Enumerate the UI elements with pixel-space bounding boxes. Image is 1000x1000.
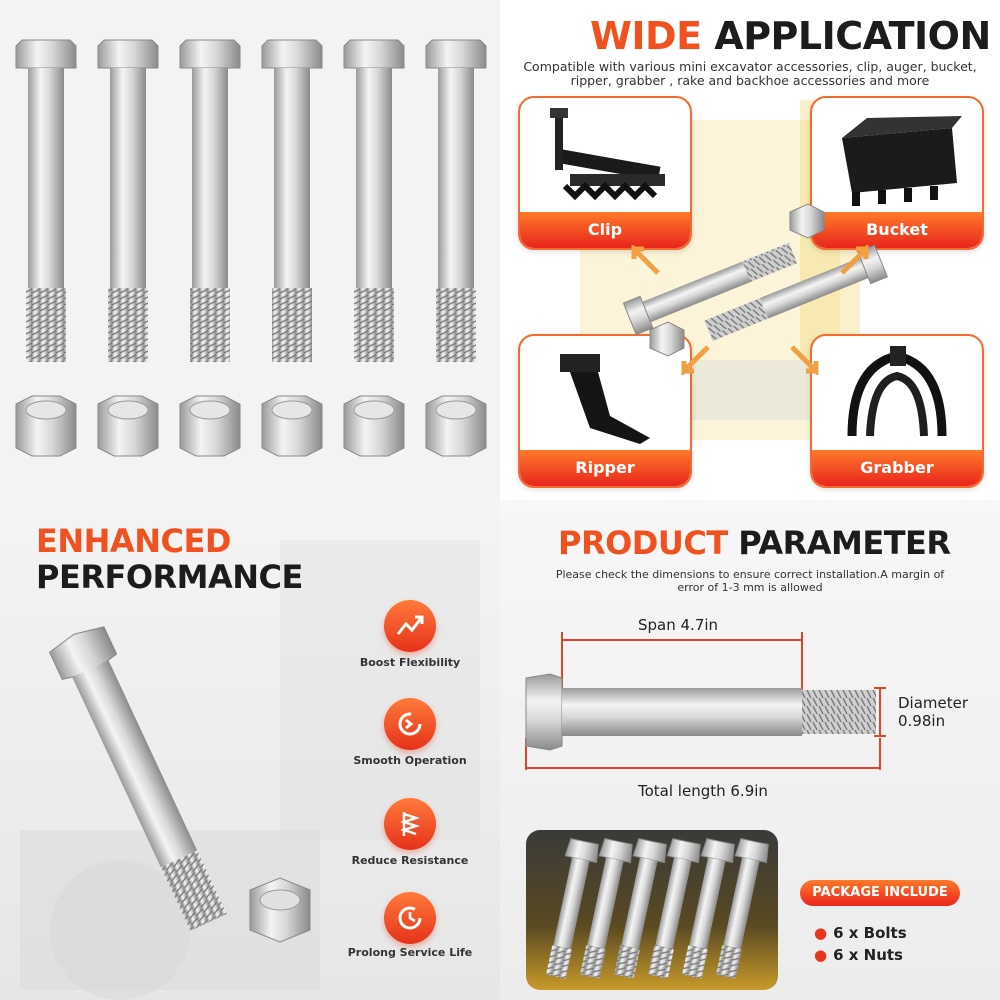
package-item-nuts-text: 6 x Nuts: [833, 946, 903, 964]
nut: [97, 395, 159, 457]
application-title-accent: WIDE: [590, 14, 702, 58]
nut: [425, 395, 487, 457]
trend-up-icon: [384, 600, 436, 652]
feature-prolong-service-life: Prolong Service Life: [347, 946, 473, 959]
package-item-bolts: ● 6 x Bolts: [814, 924, 907, 942]
ripper-attachment-icon: [560, 354, 650, 444]
dimension-diagram: [525, 632, 886, 770]
span-label: Span 4.7in: [638, 616, 719, 634]
clip-attachment-icon: [550, 108, 665, 201]
application-subtitle: Compatible with various mini excavator a…: [523, 59, 977, 88]
application-title: WIDE APPLICATION: [590, 14, 991, 58]
diameter-label-line2: 0.98in: [898, 712, 946, 730]
package-item-nuts: ● 6 x Nuts: [814, 946, 903, 964]
package-bolt: [546, 838, 599, 979]
package-bolt: [682, 838, 735, 979]
bucket-attachment-icon: [842, 116, 962, 206]
rotate-arrow-icon: [384, 698, 436, 750]
card-grabber-label: Grabber: [812, 450, 982, 486]
product-parameter-panel: PRODUCT PARAMETER Please check the dimen…: [500, 500, 1000, 1000]
arrow-to-clip-icon: [631, 245, 660, 275]
bolt: [343, 39, 405, 362]
enhanced-performance-panel: ENHANCED PERFORMANCE Boost Flexibility S…: [0, 500, 500, 1000]
package-bolt: [614, 838, 667, 979]
card-clip-label: Clip: [520, 212, 690, 248]
grabber-attachment-icon: [847, 346, 947, 437]
bolt: [425, 39, 487, 362]
feature-boost-flexibility: Boost Flexibility: [359, 656, 461, 669]
nut: [343, 395, 405, 457]
nut: [261, 395, 323, 457]
card-ripper-label: Ripper: [520, 450, 690, 486]
bolt: [261, 39, 323, 362]
arrow-to-bucket-icon: [840, 245, 869, 275]
arrow-to-ripper-icon: [681, 345, 710, 375]
parameter-title-rest: PARAMETER: [738, 524, 951, 562]
package-bolt: [580, 838, 633, 979]
performance-title-accent: ENHANCED: [36, 522, 231, 560]
spring-icon: [384, 798, 436, 850]
card-bucket-label: Bucket: [812, 212, 982, 248]
nut: [179, 395, 241, 457]
feature-reduce-resistance: Reduce Resistance: [351, 854, 469, 867]
diameter-label-line1: Diameter: [898, 694, 969, 712]
dimension-note: Please check the dimensions to ensure co…: [555, 568, 945, 594]
clock-refresh-icon: [384, 892, 436, 944]
bullet-dot-icon: ●: [814, 946, 828, 964]
card-clip: Clip: [518, 96, 692, 250]
parameter-title: PRODUCT PARAMETER: [558, 524, 951, 562]
package-bolt: [716, 838, 769, 979]
package-item-bolts-text: 6 x Bolts: [833, 924, 907, 942]
wide-application-panel: WIDE APPLICATION Compatible with various…: [500, 0, 1000, 500]
bullet-dot-icon: ●: [814, 924, 828, 942]
package-bolts-illustration: [546, 838, 769, 979]
performance-title-rest: PERFORMANCE: [36, 558, 303, 596]
bolt: [15, 39, 77, 362]
center-bolts-illustration: [622, 200, 888, 357]
bolt: [97, 39, 159, 362]
package-photo: [526, 830, 778, 990]
parameter-title-accent: PRODUCT: [558, 524, 728, 562]
bolt-set-illustration: [15, 39, 487, 457]
bolt: [179, 39, 241, 362]
bolts-and-nuts-panel: [0, 0, 500, 500]
feature-smooth-operation: Smooth Operation: [353, 754, 467, 767]
nut: [15, 395, 77, 457]
card-grabber: Grabber: [810, 334, 984, 488]
single-bolt-and-nut-illustration: [48, 626, 311, 943]
total-length-label: Total length 6.9in: [638, 782, 768, 800]
application-title-rest: APPLICATION: [714, 14, 991, 58]
package-bolt: [648, 838, 701, 979]
arrow-to-grabber-icon: [790, 345, 819, 375]
card-bucket: Bucket: [810, 96, 984, 250]
card-ripper: Ripper: [518, 334, 692, 488]
package-include-badge: PACKAGE INCLUDE: [800, 880, 960, 906]
